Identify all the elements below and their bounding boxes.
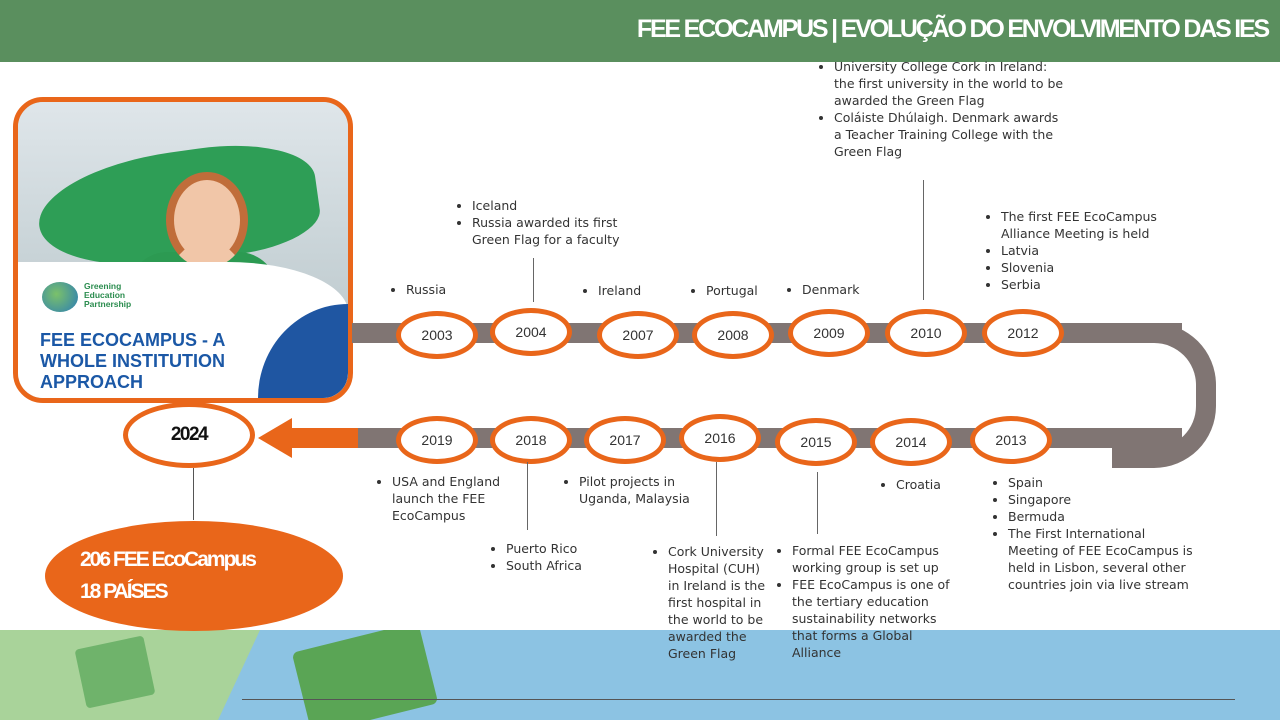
note-2009: Denmark <box>782 281 882 298</box>
list-item: Formal FEE EcoCampus working group is se… <box>792 542 960 576</box>
note-2014: Croatia <box>876 476 976 493</box>
year-node-2016: 2016 <box>679 414 761 462</box>
year-node-2018: 2018 <box>490 416 572 464</box>
list-item: South Africa <box>506 557 606 574</box>
note-2013: Spain Singapore Bermuda The First Intern… <box>988 474 1193 593</box>
note-2007: Ireland <box>578 282 678 299</box>
list-item: USA and England launch the FEE EcoCampus <box>392 473 522 524</box>
connector-line <box>527 462 528 530</box>
list-item: The first FEE EcoCampus Alliance Meeting… <box>1001 208 1181 242</box>
list-item: Ireland <box>598 282 678 299</box>
note-2008: Portugal <box>686 282 786 299</box>
list-item: Latvia <box>1001 242 1181 259</box>
list-item: Puerto Rico <box>506 540 606 557</box>
list-item: Singapore <box>1008 491 1193 508</box>
timeline-arrow-body <box>288 428 358 448</box>
year-node-2024: 2024 <box>123 402 255 468</box>
list-item: Russia awarded its first Green Flag for … <box>472 214 637 248</box>
page-title: FEE ECOCAMPUS | EVOLUÇÃO DO ENVOLVIMENTO… <box>636 15 1270 43</box>
note-2012: The first FEE EcoCampus Alliance Meeting… <box>981 208 1181 293</box>
person-head-image <box>166 172 248 268</box>
year-node-2015: 2015 <box>775 418 857 466</box>
year-node-2003: 2003 <box>396 311 478 359</box>
note-2018: Puerto Rico South Africa <box>486 540 606 574</box>
footer-divider <box>242 699 1235 700</box>
note-2015: Formal FEE EcoCampus working group is se… <box>772 542 960 661</box>
note-2004: Iceland Russia awarded its first Green F… <box>452 197 637 248</box>
note-2017: Pilot projects in Uganda, Malaysia <box>559 473 699 507</box>
list-item: Spain <box>1008 474 1193 491</box>
ecocampus-photo-card: Greening Education Partnership FEE ECOCA… <box>13 97 353 403</box>
list-item: Cork University Hospital (CUH) in Irelan… <box>668 543 773 662</box>
year-node-2008: 2008 <box>692 311 774 359</box>
bottom-decorative-band <box>0 630 1280 720</box>
list-item: Iceland <box>472 197 637 214</box>
list-item: Bermuda <box>1008 508 1193 525</box>
year-node-2019: 2019 <box>396 416 478 464</box>
year-node-2014: 2014 <box>870 418 952 466</box>
list-item: The First International Meeting of FEE E… <box>1008 525 1193 593</box>
year-node-2012: 2012 <box>982 309 1064 357</box>
connector-line <box>817 472 818 534</box>
year-node-2007: 2007 <box>597 311 679 359</box>
note-2019: USA and England launch the FEE EcoCampus <box>372 473 522 524</box>
card-title: FEE ECOCAMPUS - A WHOLE INSTITUTION APPR… <box>40 330 226 392</box>
stats-campus-count: 206 FEE EcoCampus <box>80 548 257 571</box>
year-node-2013: 2013 <box>970 416 1052 464</box>
logo-text: Greening Education Partnership <box>84 281 132 309</box>
note-2010: University College Cork in Ireland: the … <box>814 58 1064 160</box>
list-item: Croatia <box>896 476 976 493</box>
list-item: Portugal <box>706 282 786 299</box>
list-item: FEE EcoCampus is one of the tertiary edu… <box>792 576 960 661</box>
year-node-2017: 2017 <box>584 416 666 464</box>
connector-line <box>716 462 717 536</box>
list-item: University College Cork in Ireland: the … <box>834 58 1064 109</box>
year-node-2010: 2010 <box>885 309 967 357</box>
year-node-2004: 2004 <box>490 308 572 356</box>
header-bar: FEE ECOCAMPUS | EVOLUÇÃO DO ENVOLVIMENTO… <box>0 0 1280 62</box>
list-item: Slovenia <box>1001 259 1181 276</box>
note-2003: Russia <box>386 281 496 298</box>
stats-badge <box>45 521 343 631</box>
note-2016: Cork University Hospital (CUH) in Irelan… <box>648 543 773 662</box>
list-item: Russia <box>406 281 496 298</box>
stats-country-count: 18 PAÍSES <box>80 580 169 603</box>
greening-education-partnership-logo-icon <box>42 282 78 312</box>
list-item: Pilot projects in Uganda, Malaysia <box>579 473 699 507</box>
ecocampus-flag-image <box>291 630 439 720</box>
connector-line <box>193 468 194 520</box>
timeline-arrow-head-icon <box>258 418 292 458</box>
year-node-2009: 2009 <box>788 309 870 357</box>
connector-line <box>923 180 924 300</box>
connector-line <box>533 258 534 302</box>
list-item: Coláiste Dhúlaigh. Denmark awards a Teac… <box>834 109 1064 160</box>
list-item: Serbia <box>1001 276 1181 293</box>
list-item: Denmark <box>802 281 882 298</box>
